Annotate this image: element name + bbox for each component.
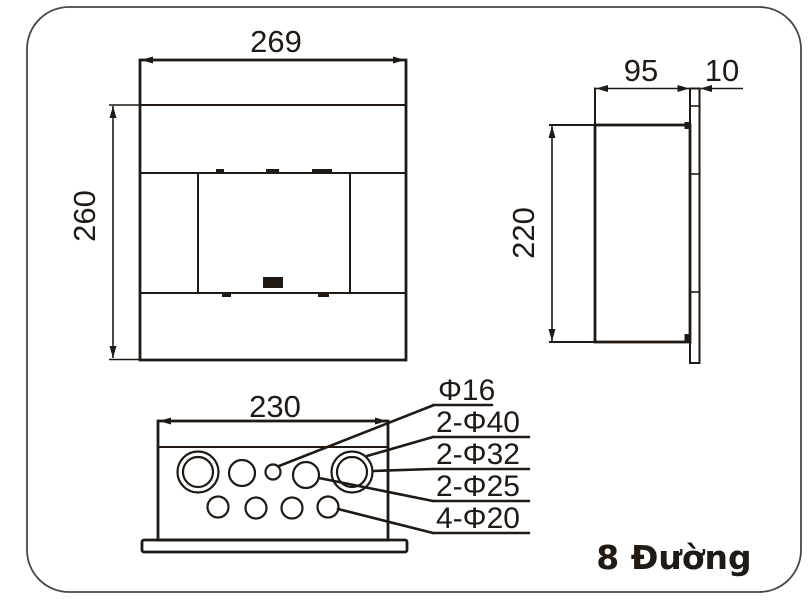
- knockout-phi20-4: [316, 495, 340, 519]
- knockout-phi25-right: [291, 460, 321, 490]
- side-height-dimension: 220: [506, 124, 596, 343]
- knockout-phi32-right-inner: [335, 455, 369, 489]
- leader-phi40: [365, 435, 435, 458]
- side-depth-dimension: 95 10: [594, 53, 743, 126]
- arrowhead-left: [596, 85, 608, 92]
- arrowhead-right: [393, 56, 405, 64]
- leader-phi32: [371, 467, 435, 473]
- front-view: 269 260: [67, 24, 408, 362]
- callout-phi25: 2-Φ25: [436, 470, 520, 503]
- door-latch: [263, 277, 283, 288]
- arrowhead-left: [141, 56, 153, 64]
- ways-label: 8 Đường: [596, 538, 751, 577]
- arrowhead-up: [109, 106, 117, 118]
- bottom-width-value: 230: [249, 389, 301, 424]
- clip-mark: [222, 293, 231, 297]
- page-border: [26, 6, 802, 593]
- knockout-phi16: [264, 463, 282, 481]
- knockout-phi20-1: [206, 495, 230, 519]
- bottom-width-dimension: 230: [159, 389, 387, 425]
- bottom-view: 230: [140, 389, 409, 554]
- callout-phi16: Φ16: [438, 374, 495, 407]
- side-view: 95 10 220: [506, 53, 743, 364]
- callout-phi40: 2-Φ40: [436, 406, 520, 439]
- arrowhead-down: [548, 329, 556, 341]
- front-width-value: 269: [250, 24, 302, 59]
- front-height-dimension: 260: [67, 104, 140, 361]
- clip-mark: [318, 293, 329, 297]
- front-view-outline: [138, 58, 408, 362]
- leader-phi16: [277, 403, 436, 468]
- arrowhead-right: [375, 417, 387, 425]
- side-height-value: 220: [506, 207, 541, 259]
- front-width-dimension: 269: [141, 24, 405, 64]
- side-flange-value: 10: [705, 53, 739, 88]
- base-plate: [140, 538, 409, 554]
- leader-phi25: [317, 476, 435, 503]
- arrowhead-up: [548, 126, 556, 138]
- side-body-outline: [593, 123, 692, 344]
- knockout-phi25-left: [227, 458, 257, 488]
- arrowhead-right: [677, 85, 690, 92]
- knockout-phi32-left-inner: [181, 455, 215, 489]
- clip-mark: [312, 169, 332, 173]
- side-depth-value: 95: [624, 53, 658, 88]
- arrowhead-flange: [700, 85, 712, 92]
- body-flange-joint: [684, 334, 691, 343]
- knockout-phi20-2: [244, 496, 268, 520]
- knockout-phi20-3: [280, 496, 304, 520]
- front-height-value: 260: [67, 190, 102, 242]
- arrowhead-down: [109, 346, 117, 358]
- arrowhead-left: [159, 417, 171, 425]
- clip-mark: [266, 169, 279, 173]
- leader-phi20: [336, 507, 435, 535]
- callout-phi20: 4-Φ20: [436, 502, 520, 535]
- knockout-callouts: Φ16 2-Φ40 2-Φ32 2-Φ25 4-Φ20: [277, 374, 531, 535]
- knockout-phi40-left-outer: [176, 450, 220, 494]
- body-flange-joint: [684, 122, 691, 129]
- callout-phi32: 2-Φ32: [436, 438, 520, 471]
- clip-mark: [216, 169, 224, 173]
- side-flange-strip: [689, 87, 701, 364]
